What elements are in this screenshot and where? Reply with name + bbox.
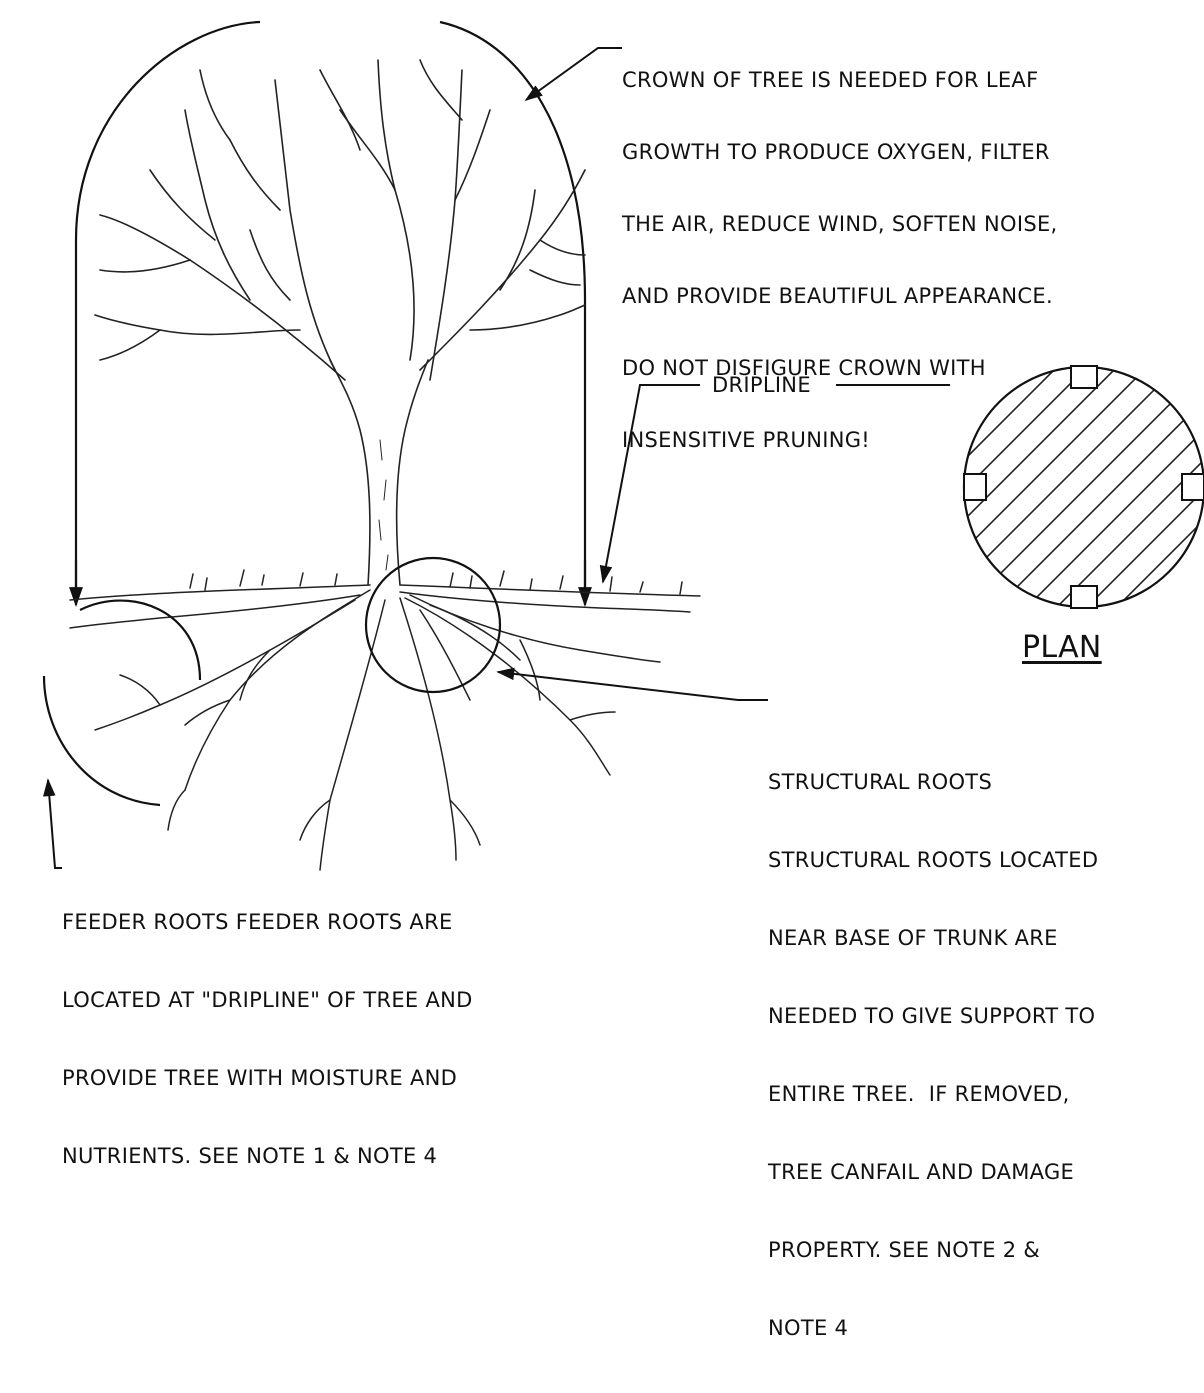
structural-note-line: NEEDED TO GIVE SUPPORT TO: [768, 1003, 1098, 1029]
structural-leader: [498, 672, 768, 700]
structural-note-line: TREE CANFAIL AND DAMAGE: [768, 1159, 1098, 1185]
crown-note-line: DO NOT DISFIGURE CROWN WITH: [622, 356, 1058, 380]
structural-note-line: ENTIRE TREE. IF REMOVED,: [768, 1081, 1098, 1107]
feeder-note-line: FEEDER ROOTS FEEDER ROOTS ARE: [62, 909, 473, 935]
structural-note-line: NOTE 4: [768, 1315, 1098, 1341]
dripline-label: DRIPLINE: [712, 373, 811, 397]
crown-outline: [76, 22, 260, 600]
feeder-roots-arc: [80, 601, 200, 680]
crown-note: CROWN OF TREE IS NEEDED FOR LEAF GROWTH …: [622, 20, 1058, 500]
structural-note-line: STRUCTURAL ROOTS LOCATED: [768, 847, 1098, 873]
crown-note-line: THE AIR, REDUCE WIND, SOFTEN NOISE,: [622, 212, 1058, 236]
crown-note-line: INSENSITIVE PRUNING!: [622, 428, 1058, 452]
feeder-leader: [48, 780, 62, 868]
structural-note-line: PROPERTY. SEE NOTE 2 &: [768, 1237, 1098, 1263]
structural-roots-note: STRUCTURAL ROOTS STRUCTURAL ROOTS LOCATE…: [768, 717, 1098, 1393]
plan-title: PLAN: [1022, 631, 1102, 665]
tree-icon: [95, 60, 585, 585]
feeder-note-line: LOCATED AT "DRIPLINE" OF TREE AND: [62, 987, 473, 1013]
tree-protection-diagram: CROWN OF TREE IS NEEDED FOR LEAF GROWTH …: [0, 0, 1204, 970]
ground-icon: [70, 570, 700, 600]
feeder-note-line: PROVIDE TREE WITH MOISTURE AND: [62, 1065, 473, 1091]
crown-leader: [526, 48, 622, 100]
roots-icon: [70, 590, 690, 870]
structural-note-line: NEAR BASE OF TRUNK ARE: [768, 925, 1098, 951]
feeder-roots-note: FEEDER ROOTS FEEDER ROOTS ARE LOCATED AT…: [62, 857, 473, 1221]
crown-note-line: AND PROVIDE BEAUTIFUL APPEARANCE.: [622, 284, 1058, 308]
feeder-note-line: NUTRIENTS. SEE NOTE 1 & NOTE 4: [62, 1143, 473, 1169]
crown-note-line: CROWN OF TREE IS NEEDED FOR LEAF: [622, 68, 1058, 92]
feeder-roots-arc-lower: [44, 676, 160, 805]
structural-note-line: STRUCTURAL ROOTS: [768, 769, 1098, 795]
crown-outline-right: [440, 22, 585, 600]
crown-note-line: GROWTH TO PRODUCE OXYGEN, FILTER: [622, 140, 1058, 164]
